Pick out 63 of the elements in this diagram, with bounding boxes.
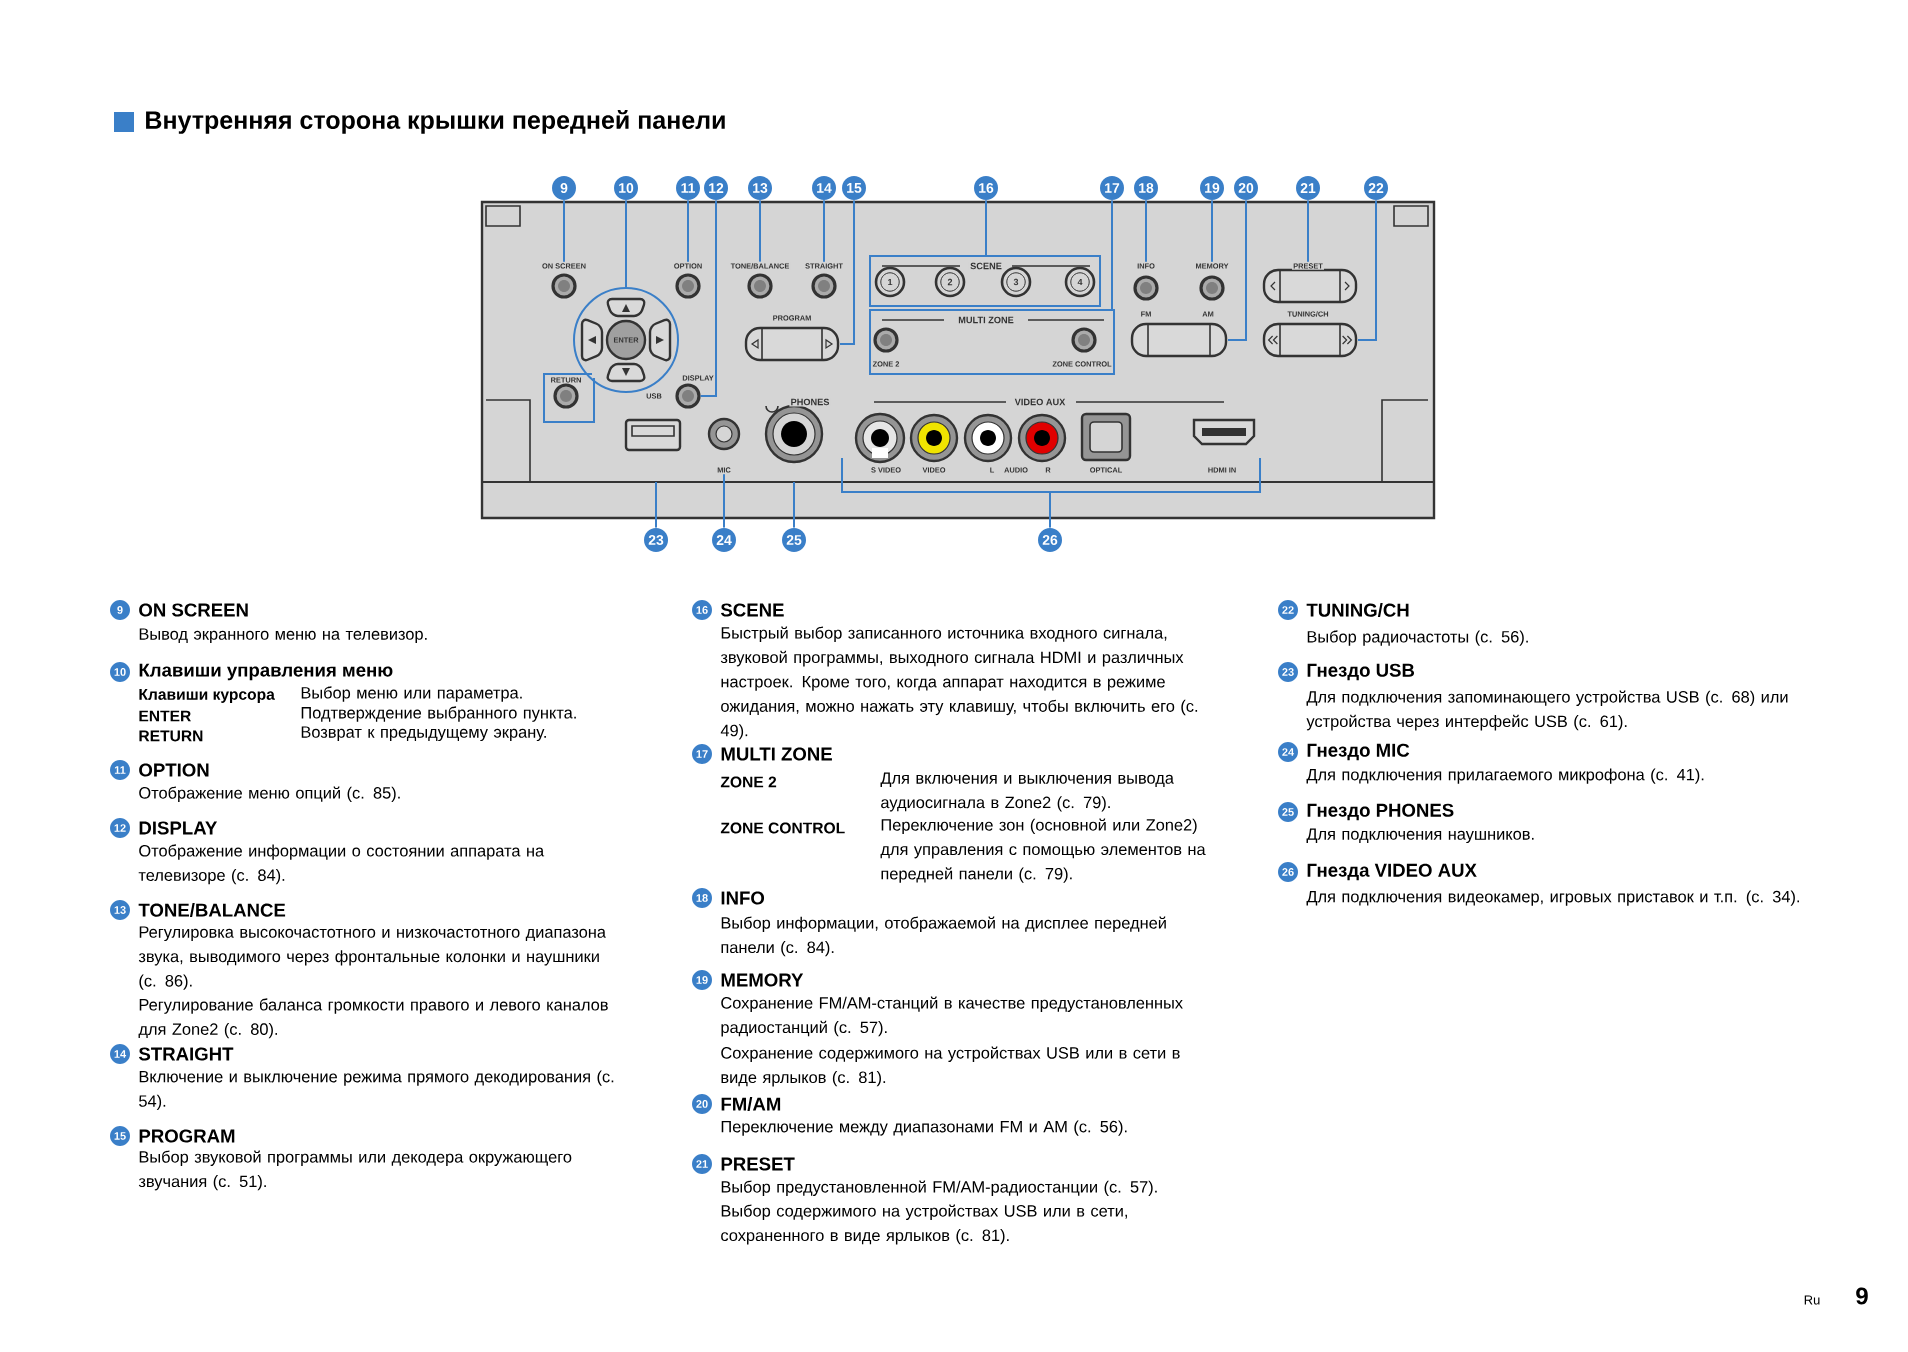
leader-line [1145,199,1147,263]
description-text: Переключение между диапазонами FM и AM (с. 56). [721,1120,1127,1136]
item-heading: Гнездо USB [1307,663,1415,681]
leader-line [687,199,689,263]
description-text: Быстрый выбор записанного источника входного сигнала, звуковой программы, выходного сигнала HDMI и различных настроек. Кроме того, когда аппарат находится в режиме ожидания, можно нажать эту клавишу, чтобы включить его (с. 49). [720,626,1198,740]
leader-line [1307,199,1309,263]
item-heading: Гнездо MIC [1307,743,1410,761]
leader-line [563,199,565,263]
description-text: Регулировка высокочастотного и низкочастотного диапазона звука, выводимого через фронтальные колонки и наушники (с. 86). [138,926,606,990]
description-text: Выбор информации, отображаемой на дисплее передней панели (с. 84). [721,916,1166,957]
description-text: Для подключения наушников. [1306,828,1534,844]
description-text: Выбор звуковой программы или декодера окружающего звучания (с. 51). [138,1150,572,1191]
description-text: Сохранение содержимого на устройствах USB или в сети в виде ярлыков (с. 81). [721,1046,1180,1087]
leader-line [1357,199,1377,341]
description-text: Возврат к предыдущему экрану. [301,726,546,742]
description-text: Отображение меню опций (с. 85). [139,786,400,802]
leader-line [823,199,825,263]
description-text: Переключение зон (основной или Zone2) для управления с помощью элементов на передней панели (с. 79). [880,818,1206,883]
description-text: Для подключения прилагаемого микрофона (с. 41). [1306,768,1704,784]
item-heading: Клавиши управления меню [139,663,393,681]
item-heading: PROGRAM [139,1129,235,1143]
description-text: Выбор меню или параметра. [301,686,522,702]
description-text: Включение и выключение режима прямого декодирования (с. 54). [139,1070,614,1111]
description-text: Для подключения видеокамер, игровых приставок и т.п. (с. 34). [1306,890,1799,906]
page-title: Внутренняя сторона крышки передней панели [146,110,725,134]
description-text: Выбор содержимого на устройствах USB или в сети, сохраненного в виде ярлыков (с. 81). [721,1204,1127,1245]
description-text: Отображение информации о состоянии аппарата на телевизоре (с. 84). [138,844,545,885]
leader-line [839,199,855,345]
item-heading: MEMORY [721,973,804,987]
leader-line [759,199,761,263]
item-heading: TONE/BALANCE [138,903,286,917]
bracket [841,457,1261,493]
description-text: Выбор радиочастоты (с. 56). [1307,630,1528,646]
item-heading: PRESET [721,1157,795,1171]
item-heading: FM/AM [721,1097,781,1111]
description-text: Регулирование баланса громкости правого и левого каналов для Zone2 (с. 80). [138,998,608,1039]
leader-line [1049,491,1051,529]
description-text: Выбор предустановленной FM/AM-радиостанции (с. 57). [721,1180,1157,1196]
item-heading: OPTION [139,763,209,777]
leader-line [699,199,717,397]
item-heading: TUNING/CH [1306,603,1409,617]
item-heading: DISPLAY [139,821,218,835]
leader-line [1227,199,1247,341]
description-text: Сохранение FM/AM-станций в качестве предустановленных радиостанций (с. 57). [721,996,1183,1037]
description-text: Вывод экранного меню на телевизор. [139,628,427,644]
item-heading: Гнезда VIDEO AUX [1307,863,1477,881]
leader-line [1211,199,1213,263]
description-text: Для включения и выключения вывода аудиосигнала в Zone2 (с. 79). [880,772,1174,812]
item-heading: SCENE [720,603,784,617]
item-heading: ON SCREEN [139,603,248,617]
description-text: Для подключения запоминающего устройства USB (с. 68) или устройства через интерфейс USB (с. 61). [1306,690,1788,731]
leader-line [723,473,725,529]
page-number: 9 [1856,1287,1868,1305]
leader-line [655,481,657,529]
leader-line [625,199,627,288]
description-text: Подтверждение выбранного пункта. [301,706,576,722]
leader-line [985,199,987,256]
item-heading: Гнездо PHONES [1307,803,1454,821]
item-heading: STRAIGHT [138,1047,234,1061]
item-heading: MULTI ZONE [721,747,832,761]
item-heading: INFO [721,891,765,905]
leader-line [793,481,795,529]
leader-line [1111,199,1113,310]
